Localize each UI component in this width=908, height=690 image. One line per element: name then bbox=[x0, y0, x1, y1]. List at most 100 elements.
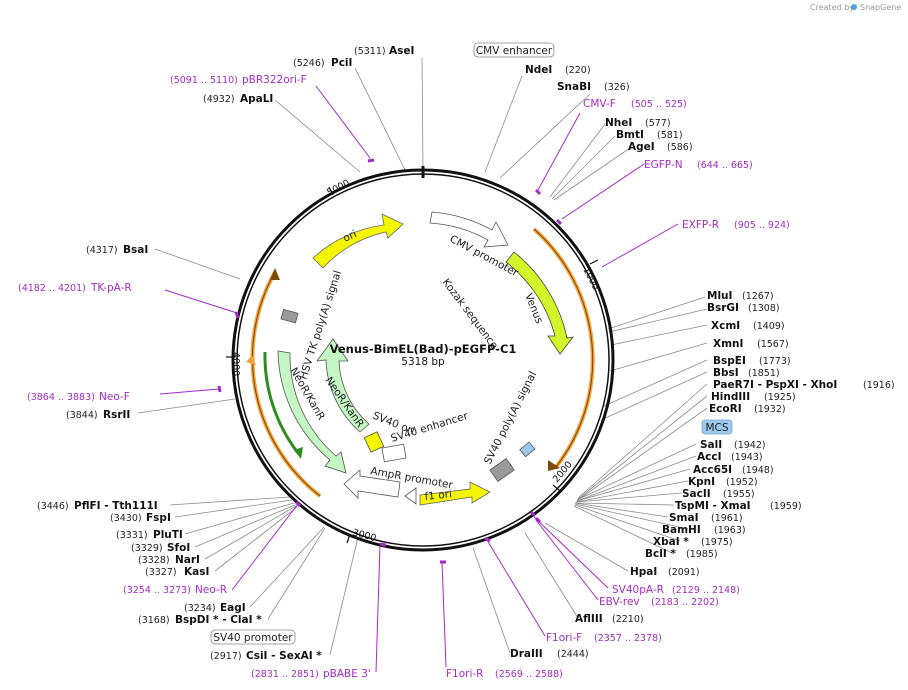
site-name: KasI bbox=[184, 566, 209, 578]
site-pos: (3446) bbox=[37, 501, 69, 512]
primer-pos: (3864 .. 3883) bbox=[27, 392, 95, 403]
plasmid-name: Venus-BimEL(Bad)-pEGFP-C1 bbox=[330, 342, 517, 356]
primer-pos: (2183 .. 2202) bbox=[651, 597, 719, 608]
site-pos: (2444) bbox=[557, 649, 589, 660]
site-name: AseI bbox=[389, 45, 414, 57]
f1-ori-label: f1 ori bbox=[424, 488, 452, 503]
site-pos: (1916) bbox=[863, 380, 895, 391]
site-pos: (1959) bbox=[770, 501, 802, 512]
site-name: XcmI bbox=[711, 320, 740, 332]
site-name: HindIII bbox=[711, 391, 750, 403]
cmv-promoter-label: CMV promoter bbox=[448, 233, 521, 279]
site-name: EcoRI bbox=[709, 403, 742, 415]
site-pos: (5311) bbox=[354, 46, 386, 57]
primer-markers bbox=[217, 158, 563, 564]
site-pos: (3328) bbox=[138, 555, 170, 566]
site-pos: (1925) bbox=[764, 392, 796, 403]
credit-text: Created by bbox=[810, 3, 854, 12]
sv40-ori-box bbox=[363, 431, 385, 453]
snapgene-credit: Created by SnapGene bbox=[810, 3, 901, 12]
site-name: AccI bbox=[697, 451, 721, 463]
primer-name: EXFP-R bbox=[682, 219, 719, 231]
tick-label-5000: 5000 bbox=[325, 178, 352, 199]
site-pos: (1975) bbox=[701, 537, 733, 548]
site-pos: (3331) bbox=[116, 530, 148, 541]
site-pos: (3234) bbox=[184, 603, 216, 614]
primer-name: F1ori-F bbox=[546, 632, 582, 644]
hsv-tk-polya-box bbox=[280, 308, 299, 324]
primer-name: SV40pA-R bbox=[612, 584, 664, 596]
primer-name: CMV-F bbox=[583, 98, 616, 110]
site-name: AgeI bbox=[628, 141, 655, 153]
features bbox=[277, 211, 574, 506]
ori-label: ori bbox=[341, 228, 358, 245]
site-name: NdeI bbox=[525, 64, 552, 76]
primer-name: pBABE 3' bbox=[323, 668, 371, 680]
site-pos: (4932) bbox=[203, 94, 235, 105]
site-pos: (3844) bbox=[66, 410, 98, 421]
site-pos: (5246) bbox=[293, 58, 325, 69]
site-name: BmtI bbox=[616, 129, 644, 141]
site-pos: (1409) bbox=[753, 321, 785, 332]
tick-5000 bbox=[328, 186, 334, 196]
site-name: KpnI bbox=[688, 476, 715, 488]
site-name: SalI bbox=[700, 439, 722, 451]
primer-pos: (905 .. 924) bbox=[734, 220, 790, 231]
site-name: PluTI bbox=[153, 529, 183, 541]
primer-name: F1ori-R bbox=[446, 668, 483, 680]
site-name: BsaI bbox=[123, 244, 148, 256]
snapgene-logo-icon bbox=[851, 4, 857, 10]
tick-label-4000: 4000 bbox=[230, 352, 241, 376]
site-pos: (3430) bbox=[110, 513, 142, 524]
site-leaders bbox=[137, 57, 708, 656]
site-pos: (2210) bbox=[612, 614, 644, 625]
neokanr-inner-label: NeoR/KanR bbox=[323, 375, 366, 430]
f1-ori-arrow bbox=[404, 487, 417, 505]
site-name: BspEI bbox=[713, 355, 746, 367]
site-name: Acc65I bbox=[693, 464, 732, 476]
primer-pos: (2129 .. 2148) bbox=[672, 585, 740, 596]
primer-pos: (3254 .. 3273) bbox=[123, 585, 191, 596]
site-name: NarI bbox=[175, 554, 200, 566]
site-name: AflIII bbox=[575, 613, 603, 625]
primer-pos: (5091 .. 5110) bbox=[170, 75, 238, 86]
site-pos: (326) bbox=[604, 82, 630, 93]
kozak-label: Kozak sequence bbox=[440, 277, 501, 352]
left-sites: (5311) AseI (5246) PciI (4932) ApaLI (43… bbox=[37, 45, 414, 662]
primer-name: pBR322ori-F bbox=[242, 74, 307, 86]
site-name: BclI * bbox=[645, 548, 676, 560]
venus-feature bbox=[505, 251, 574, 355]
primer-name: TK-pA-R bbox=[90, 282, 132, 294]
site-pos: (1985) bbox=[686, 549, 718, 560]
site-name: RsrII bbox=[103, 409, 130, 421]
site-pos: (1943) bbox=[731, 452, 763, 463]
cmv-enhancer-label: CMV enhancer bbox=[476, 45, 553, 57]
site-pos: (220) bbox=[565, 65, 591, 76]
site-name: NheI bbox=[605, 117, 632, 129]
primer-name: EBV-rev bbox=[599, 596, 640, 608]
mcs-label: MCS bbox=[705, 422, 728, 434]
mcs-box bbox=[489, 457, 515, 483]
site-pos: (1948) bbox=[742, 465, 774, 476]
site-name: EagI bbox=[220, 602, 246, 614]
site-name: PciI bbox=[331, 57, 352, 69]
site-pos: (1267) bbox=[742, 291, 774, 302]
sv40-promoter-box: SV40 promoter bbox=[210, 629, 296, 645]
plasmid-size: 5318 bp bbox=[401, 356, 445, 368]
site-pos: (1773) bbox=[759, 356, 791, 367]
site-pos: (2917) bbox=[210, 651, 242, 662]
primer-pos: (2831 .. 2851) bbox=[251, 669, 319, 680]
site-pos: (1952) bbox=[726, 477, 758, 488]
mcs-badge: MCS bbox=[701, 419, 733, 435]
credit-brand: SnapGene bbox=[860, 3, 901, 12]
site-name: PflFI - Tth111I bbox=[74, 500, 158, 512]
site-pos: (1942) bbox=[734, 440, 766, 451]
site-pos: (1308) bbox=[748, 303, 780, 314]
site-pos: (581) bbox=[657, 130, 683, 141]
ampr-promoter-feature bbox=[343, 469, 401, 499]
site-name: HpaI bbox=[630, 566, 657, 578]
site-pos: (577) bbox=[645, 118, 671, 129]
primer-pos: (2569 .. 2588) bbox=[495, 669, 563, 680]
tick-label-1000: 1000 bbox=[580, 265, 601, 292]
